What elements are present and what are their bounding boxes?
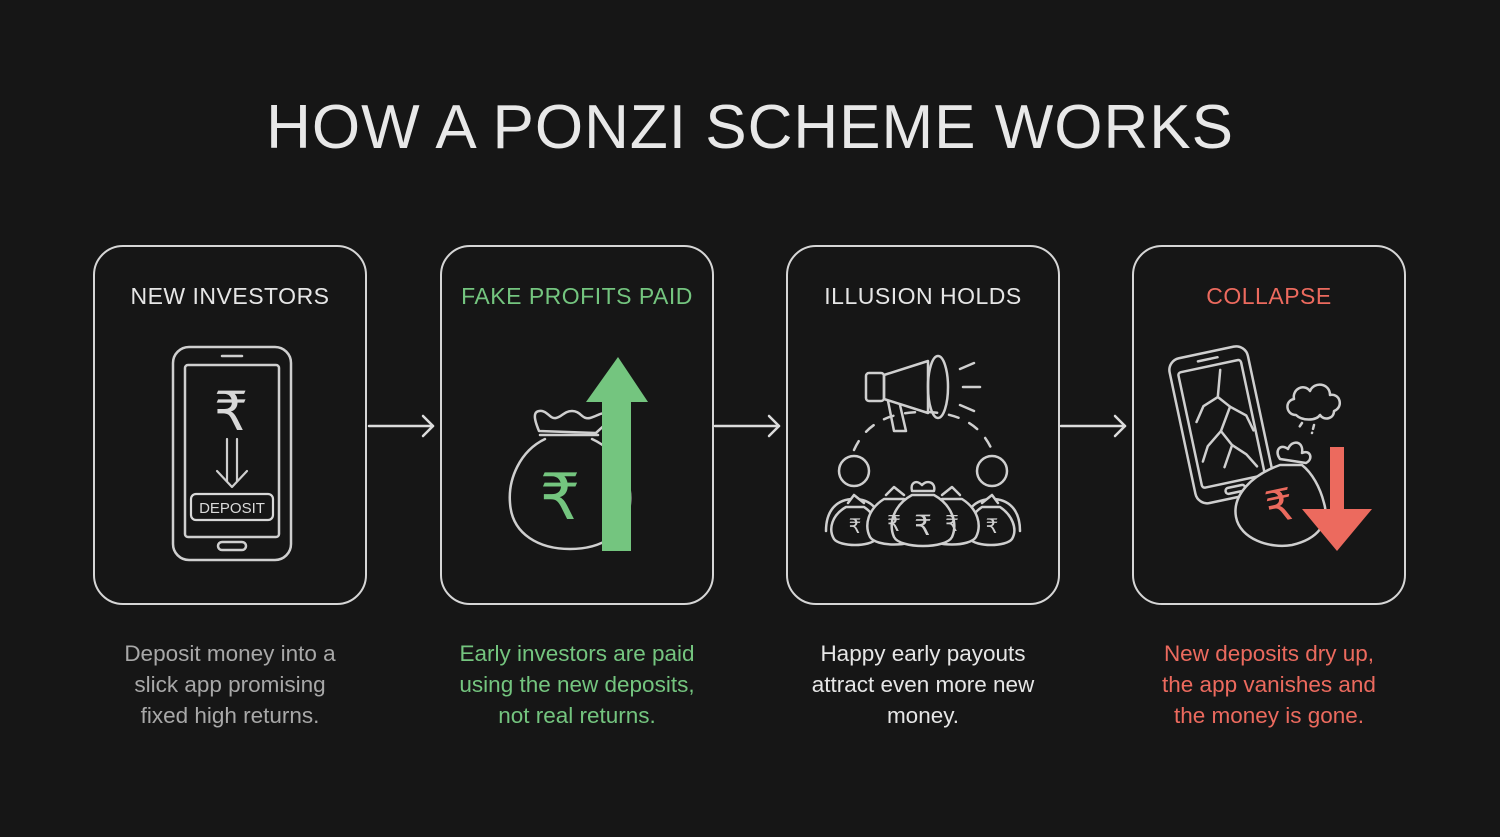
smartphone-icon: ₹ DEPOSIT: [171, 345, 293, 562]
step-card-illusion-holds: ILLUSION HOLDS: [786, 245, 1060, 605]
step-title: ILLUSION HOLDS: [824, 283, 1022, 309]
step-description-fake-profits: Early investors are paid using the new d…: [459, 641, 695, 728]
step-card-collapse: COLLAPSE: [1132, 245, 1406, 605]
broken-phone-icon: ₹: [1168, 345, 1372, 551]
rupee-icon: ₹: [540, 461, 581, 535]
deposit-label: DEPOSIT: [199, 500, 265, 517]
rupee-icon: ₹: [849, 514, 862, 538]
right-arrow-icon: [1059, 414, 1127, 438]
right-arrow-icon: [367, 414, 435, 438]
up-arrow-icon: [586, 357, 648, 551]
rupee-icon: ₹: [945, 512, 959, 537]
step-card-fake-profits: FAKE PROFITS PAID ₹: [440, 245, 714, 605]
step-description-collapse: New deposits dry up, the app vanishes an…: [1162, 641, 1376, 728]
rupee-icon: ₹: [214, 380, 248, 443]
right-arrow-icon: [713, 414, 781, 438]
megaphone-icon: ₹ ₹ ₹ ₹ ₹: [824, 354, 1022, 548]
deposit-badge: [189, 492, 275, 522]
step-title: NEW INVESTORS: [130, 283, 330, 309]
smoke-icon: [1286, 383, 1342, 435]
step-title: COLLAPSE: [1206, 283, 1332, 309]
step-card-new-investors: NEW INVESTORS ₹ DEPOSIT: [93, 245, 367, 605]
page-title: HOW A PONZI SCHEME WORKS: [266, 93, 1234, 162]
down-arrow-icon: [215, 437, 249, 489]
money-bags-icon: [830, 480, 1016, 548]
rupee-icon: ₹: [914, 509, 932, 542]
money-bag-icon: ₹: [508, 357, 648, 551]
down-arrow-icon: [1302, 447, 1372, 551]
rupee-icon: ₹: [986, 514, 999, 538]
step-description-new-investors: Deposit money into a slick app promising…: [124, 641, 336, 728]
step-title: FAKE PROFITS PAID: [461, 283, 693, 309]
step-description-illusion-holds: Happy early payouts attract even more ne…: [811, 641, 1035, 728]
rupee-icon: ₹: [887, 512, 901, 537]
money-bag-icon: [1234, 441, 1327, 548]
